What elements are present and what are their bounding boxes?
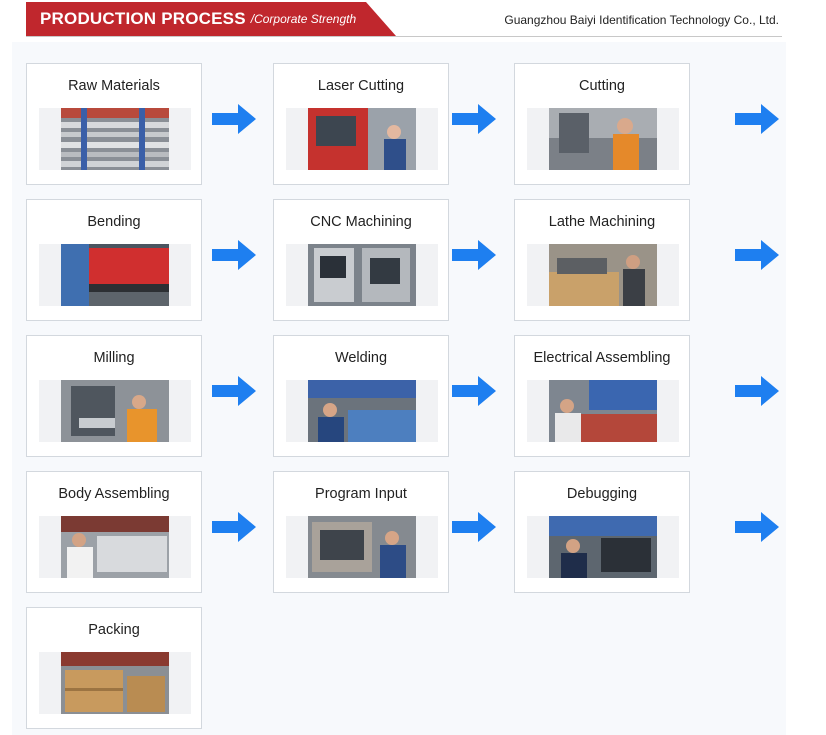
arrow-right-icon (212, 512, 256, 542)
laser-cutting-photo (308, 108, 416, 170)
photo-frame (527, 244, 679, 306)
step-label: Raw Materials (68, 78, 160, 94)
step-card-program-input: Program Input (273, 471, 449, 593)
step-label: Program Input (315, 486, 407, 502)
photo-frame (527, 380, 679, 442)
page-header: PRODUCTION PROCESS /Corporate Strength G… (26, 0, 782, 36)
title-banner: PRODUCTION PROCESS /Corporate Strength (26, 2, 396, 36)
arrow-right-icon (212, 240, 256, 270)
photo-frame (286, 380, 438, 442)
photo-frame (527, 516, 679, 578)
program-input-photo (308, 516, 416, 578)
debugging-photo (549, 516, 657, 578)
step-card-packing: Packing (26, 607, 202, 729)
arrow-right-icon (452, 104, 496, 134)
photo-frame (39, 516, 191, 578)
step-label: Laser Cutting (317, 78, 405, 94)
cnc-machining-photo (308, 244, 416, 306)
header-divider (26, 36, 782, 37)
photo-frame (286, 244, 438, 306)
photo-frame (286, 516, 438, 578)
photo-frame (527, 108, 679, 170)
arrow-right-icon (452, 512, 496, 542)
step-label: Bending (87, 214, 141, 230)
photo-frame (39, 244, 191, 306)
step-card-raw-materials: Raw Materials (26, 63, 202, 185)
step-card-cutting: Cutting (514, 63, 690, 185)
step-label: Milling (93, 350, 135, 366)
step-label: Electrical Assembling (533, 350, 671, 366)
arrow-right-icon (452, 376, 496, 406)
step-card-body-assembling: Body Assembling (26, 471, 202, 593)
step-label: Body Assembling (58, 486, 170, 502)
bending-photo (61, 244, 169, 306)
lathe-machining-photo (549, 244, 657, 306)
arrow-right-icon (735, 104, 779, 134)
step-card-lathe-machining: Lathe Machining (514, 199, 690, 321)
arrow-right-icon (735, 240, 779, 270)
raw-materials-photo (61, 108, 169, 170)
step-card-cnc-machining: CNC Machining (273, 199, 449, 321)
electrical-assembling-photo (549, 380, 657, 442)
step-label: Cutting (579, 78, 625, 94)
arrow-right-icon (212, 104, 256, 134)
photo-frame (39, 108, 191, 170)
step-card-laser-cutting: Laser Cutting (273, 63, 449, 185)
step-label: Packing (88, 622, 140, 638)
step-card-bending: Bending (26, 199, 202, 321)
welding-photo (308, 380, 416, 442)
arrow-right-icon (735, 512, 779, 542)
step-label: CNC Machining (310, 214, 412, 230)
step-label: Lathe Machining (548, 214, 656, 230)
step-card-milling: Milling (26, 335, 202, 457)
cutting-photo (549, 108, 657, 170)
step-card-electrical-assembling: Electrical Assembling (514, 335, 690, 457)
step-label: Welding (334, 350, 388, 366)
packing-photo (61, 652, 169, 714)
body-assembling-photo (61, 516, 169, 578)
arrow-right-icon (735, 376, 779, 406)
photo-frame (39, 652, 191, 714)
page-title: PRODUCTION PROCESS (40, 9, 246, 28)
step-card-debugging: Debugging (514, 471, 690, 593)
step-label: Debugging (566, 486, 638, 502)
page-subtitle: /Corporate Strength (250, 12, 357, 26)
arrow-right-icon (212, 376, 256, 406)
step-card-welding: Welding (273, 335, 449, 457)
milling-photo (61, 380, 169, 442)
photo-frame (39, 380, 191, 442)
company-name: Guangzhou Baiyi Identification Technolog… (504, 13, 779, 27)
arrow-right-icon (452, 240, 496, 270)
photo-frame (286, 108, 438, 170)
